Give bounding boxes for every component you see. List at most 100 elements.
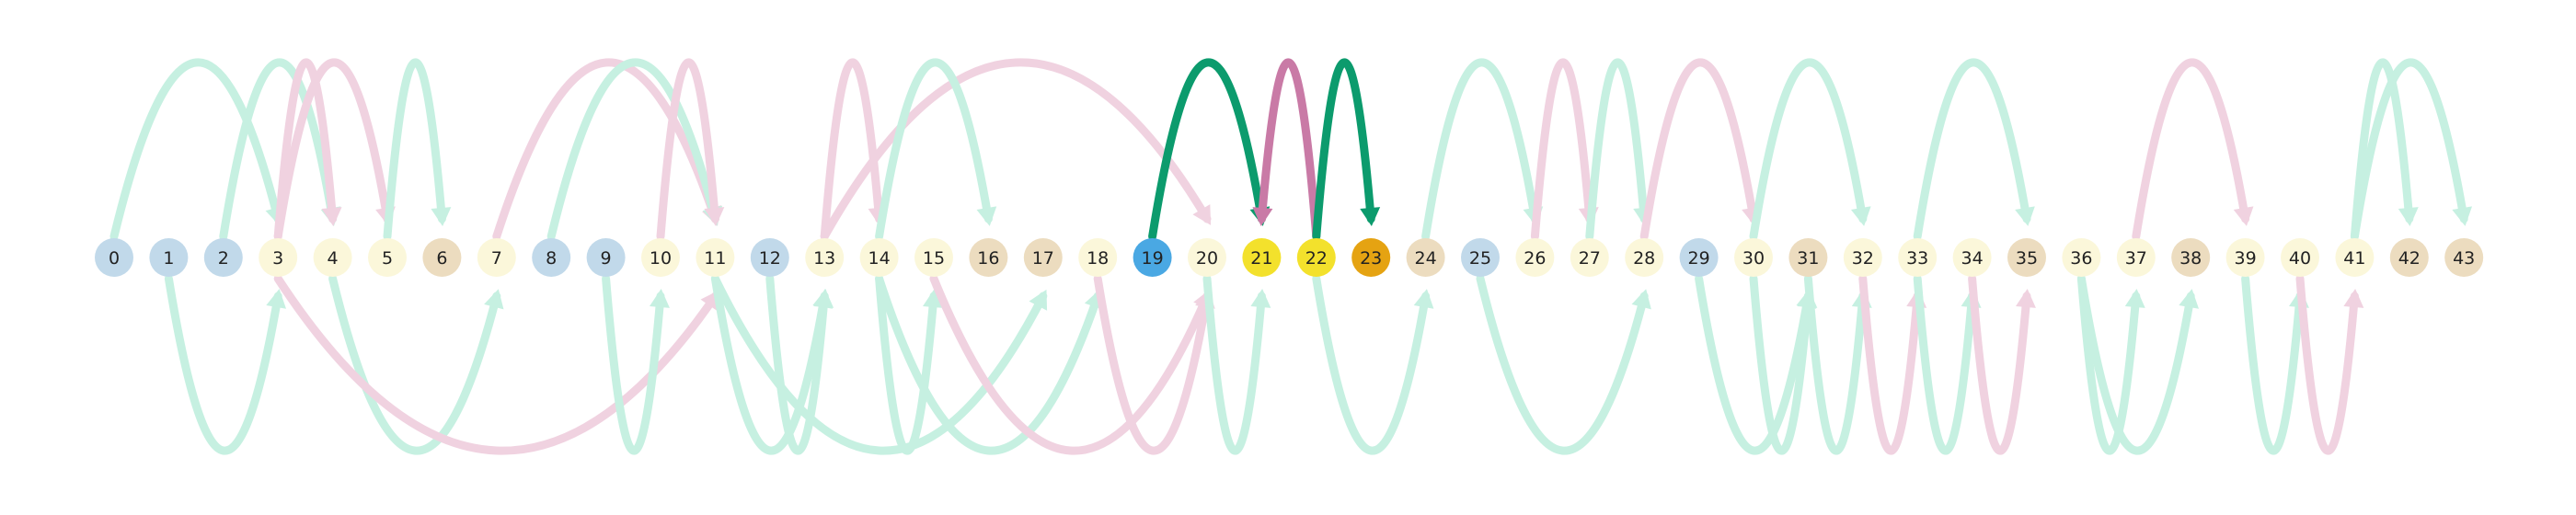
- node-circle[interactable]: [1788, 238, 1828, 277]
- node-22[interactable]: 22: [1296, 238, 1336, 277]
- node-circle[interactable]: [203, 238, 243, 277]
- node-circle[interactable]: [1242, 238, 1282, 277]
- node-11[interactable]: 11: [696, 238, 735, 277]
- node-circle[interactable]: [1351, 238, 1391, 277]
- node-circle[interactable]: [2062, 238, 2101, 277]
- node-6[interactable]: 6: [422, 238, 462, 277]
- node-circle[interactable]: [1625, 238, 1664, 277]
- node-circle[interactable]: [149, 238, 189, 277]
- node-37[interactable]: 37: [2116, 238, 2156, 277]
- node-circle[interactable]: [313, 238, 352, 277]
- node-13[interactable]: 13: [805, 238, 845, 277]
- node-circle[interactable]: [1078, 238, 1118, 277]
- node-circle[interactable]: [969, 238, 1008, 277]
- node-circle[interactable]: [1023, 238, 1063, 277]
- node-circle[interactable]: [477, 238, 516, 277]
- edges-layer: [109, 58, 2473, 455]
- node-circle[interactable]: [2007, 238, 2046, 277]
- node-15[interactable]: 15: [914, 238, 953, 277]
- node-38[interactable]: 38: [2171, 238, 2211, 277]
- node-circle[interactable]: [1898, 238, 1938, 277]
- node-circle[interactable]: [2281, 238, 2319, 277]
- node-21[interactable]: 21: [1242, 238, 1282, 277]
- node-27[interactable]: 27: [1570, 238, 1609, 277]
- node-31[interactable]: 31: [1788, 238, 1828, 277]
- edge-arrowhead: [2452, 206, 2473, 226]
- node-0[interactable]: 0: [95, 238, 133, 277]
- edge-line: [1312, 58, 1375, 241]
- node-circle[interactable]: [750, 238, 789, 277]
- node-36[interactable]: 36: [2062, 238, 2101, 277]
- node-circle[interactable]: [1461, 238, 1500, 277]
- node-42[interactable]: 42: [2389, 238, 2429, 277]
- node-circle[interactable]: [2389, 238, 2429, 277]
- node-23[interactable]: 23: [1351, 238, 1391, 277]
- node-33[interactable]: 33: [1898, 238, 1938, 277]
- node-32[interactable]: 32: [1843, 238, 1882, 277]
- node-9[interactable]: 9: [586, 238, 626, 277]
- node-circle[interactable]: [696, 238, 735, 277]
- node-circle[interactable]: [586, 238, 626, 277]
- node-30[interactable]: 30: [1734, 238, 1773, 277]
- node-label: 5: [382, 248, 393, 269]
- node-circle[interactable]: [1515, 238, 1555, 277]
- node-circle[interactable]: [1296, 238, 1336, 277]
- node-29[interactable]: 29: [1679, 238, 1719, 277]
- node-circle[interactable]: [1133, 238, 1172, 277]
- edge-arrowhead: [2016, 289, 2036, 308]
- node-label: 0: [109, 248, 120, 269]
- node-circle[interactable]: [1570, 238, 1609, 277]
- node-circle[interactable]: [1679, 238, 1719, 277]
- node-24[interactable]: 24: [1406, 238, 1445, 277]
- node-circle[interactable]: [368, 238, 407, 277]
- node-26[interactable]: 26: [1515, 238, 1555, 277]
- node-circle[interactable]: [532, 238, 571, 277]
- node-5[interactable]: 5: [368, 238, 407, 277]
- node-10[interactable]: 10: [641, 238, 680, 277]
- node-circle[interactable]: [2335, 238, 2375, 277]
- node-4[interactable]: 4: [313, 238, 352, 277]
- node-circle[interactable]: [2444, 238, 2484, 277]
- node-1[interactable]: 1: [149, 238, 189, 277]
- node-circle[interactable]: [914, 238, 953, 277]
- node-2[interactable]: 2: [203, 238, 243, 277]
- edge-arrowhead: [2398, 207, 2419, 226]
- node-25[interactable]: 25: [1461, 238, 1500, 277]
- node-34[interactable]: 34: [1952, 238, 1992, 277]
- node-8[interactable]: 8: [532, 238, 571, 277]
- node-circle[interactable]: [1952, 238, 1992, 277]
- node-circle[interactable]: [259, 238, 298, 277]
- node-circle[interactable]: [1843, 238, 1882, 277]
- edge-arrowhead: [1413, 289, 1434, 309]
- node-39[interactable]: 39: [2225, 238, 2265, 277]
- edge-arrowhead: [1029, 289, 1048, 311]
- node-40[interactable]: 40: [2281, 238, 2319, 277]
- edge-arrowhead: [923, 289, 943, 308]
- node-circle[interactable]: [95, 238, 133, 277]
- node-circle[interactable]: [1188, 238, 1226, 277]
- node-17[interactable]: 17: [1023, 238, 1063, 277]
- node-circle[interactable]: [805, 238, 845, 277]
- node-41[interactable]: 41: [2335, 238, 2375, 277]
- node-28[interactable]: 28: [1625, 238, 1664, 277]
- node-3[interactable]: 3: [259, 238, 298, 277]
- node-circle[interactable]: [2225, 238, 2265, 277]
- node-20[interactable]: 20: [1188, 238, 1226, 277]
- node-7[interactable]: 7: [477, 238, 516, 277]
- node-35[interactable]: 35: [2007, 238, 2046, 277]
- node-circle[interactable]: [2171, 238, 2211, 277]
- node-18[interactable]: 18: [1078, 238, 1118, 277]
- node-label: 33: [1906, 248, 1928, 269]
- node-14[interactable]: 14: [859, 238, 899, 277]
- node-19[interactable]: 19: [1133, 238, 1172, 277]
- node-16[interactable]: 16: [969, 238, 1008, 277]
- node-circle[interactable]: [422, 238, 462, 277]
- node-circle[interactable]: [1406, 238, 1445, 277]
- node-circle[interactable]: [859, 238, 899, 277]
- node-43[interactable]: 43: [2444, 238, 2484, 277]
- node-circle[interactable]: [1734, 238, 1773, 277]
- node-circle[interactable]: [2116, 238, 2156, 277]
- node-12[interactable]: 12: [750, 238, 789, 277]
- node-circle[interactable]: [641, 238, 680, 277]
- edge-22-21: [1252, 58, 1321, 241]
